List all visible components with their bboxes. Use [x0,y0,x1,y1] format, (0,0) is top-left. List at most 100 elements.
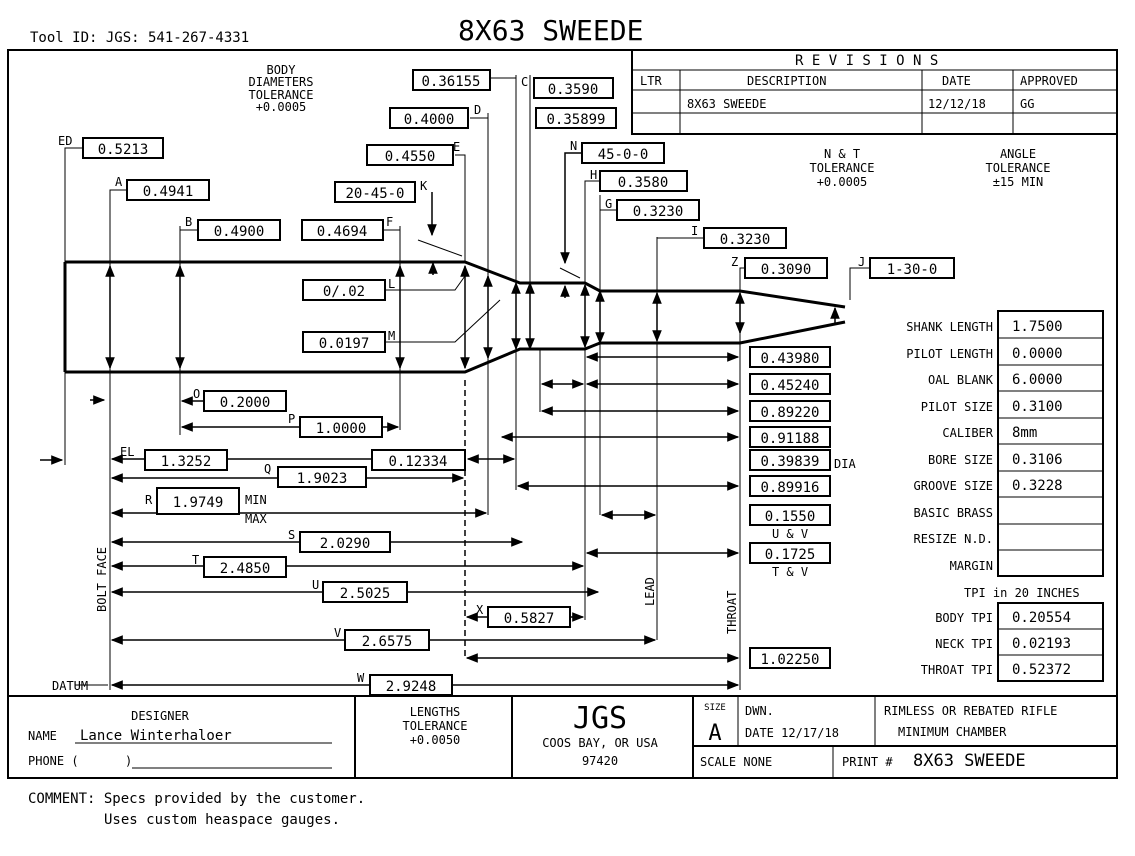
svg-text:OAL BLANK: OAL BLANK [928,373,994,387]
svg-text:TOLERANCE: TOLERANCE [402,719,467,733]
phone-label: PHONE ( [28,754,79,768]
svg-text:0.43980: 0.43980 [760,351,819,367]
dim-t: 2.4850 [220,561,271,577]
datum-label: DATUM [52,679,88,693]
svg-text:K: K [420,179,428,193]
svg-text:1.02250: 1.02250 [760,652,819,668]
svg-text:+0.0005: +0.0005 [817,175,868,189]
svg-text:PILOT LENGTH: PILOT LENGTH [906,347,993,361]
svg-text:THROAT TPI: THROAT TPI [921,663,993,677]
name-label: NAME [28,729,57,743]
svg-text:0.91188: 0.91188 [760,431,819,447]
svg-text:0.1725: 0.1725 [765,547,816,563]
bolt-face-label: BOLT FACE [95,547,109,612]
svg-text:EL: EL [120,445,134,459]
dimension-boxes: 0.36155 0.3590 0.4000 0.35899 0.4550 0.5… [82,69,955,696]
angle-tolerance-note: ANGLE TOLERANCE ±15 MIN [985,147,1050,189]
svg-text:ED: ED [58,134,72,148]
svg-text:T & V: T & V [772,565,808,579]
svg-text:DIA: DIA [834,457,856,471]
svg-text:Q: Q [264,462,271,476]
svg-text:BODY: BODY [267,63,297,77]
svg-text:0.89916: 0.89916 [760,480,819,496]
designer-name: Lance Winterhaloer [80,728,232,744]
chamber-profile [63,239,846,374]
svg-text:±15 MIN: ±15 MIN [993,175,1044,189]
tpi-heading: TPI in 20 INCHES [964,586,1080,600]
print-number: 8X63 SWEEDE [913,751,1026,771]
lead-label: LEAD [643,577,657,606]
svg-text:PILOT SIZE: PILOT SIZE [921,400,993,414]
svg-text:Z: Z [731,255,738,269]
drawing-date: DATE 12/17/18 [745,726,839,740]
svg-text:A: A [115,175,123,189]
svg-text:0.39839: 0.39839 [760,454,819,470]
dim-i: 0.3230 [720,232,771,248]
svg-text:RIMLESS OR REBATED RIFLE: RIMLESS OR REBATED RIFLE [884,704,1057,718]
designer-label: DESIGNER [131,709,190,723]
svg-text:W: W [357,671,365,685]
right-column-values: 0.43980 0.45240 0.89220 0.91188 0.39839 … [749,346,856,669]
svg-text:MARGIN: MARGIN [950,559,993,573]
scale: SCALE NONE [700,755,772,769]
svg-text:DWN.: DWN. [745,704,774,718]
dim-d: 0.4000 [404,112,455,128]
rev-col-description: DESCRIPTION [747,74,826,88]
drawing-title: 8X63 SWEEDE [458,14,643,47]
company-city: COOS BAY, OR USA [542,736,658,750]
svg-text:0.0000: 0.0000 [1012,346,1063,362]
svg-text:SHANK LENGTH: SHANK LENGTH [906,320,993,334]
size-value: A [708,721,721,746]
svg-text:S: S [288,528,295,542]
dim-el: 1.3252 [161,454,212,470]
tool-id: Tool ID: JGS: 541-267-4331 [30,30,249,46]
svg-text:T: T [192,553,199,567]
svg-text:6.0000: 6.0000 [1012,372,1063,388]
svg-text:0.3100: 0.3100 [1012,399,1063,415]
specs-table: SHANK LENGTH 1.7500 PILOT LENGTH 0.0000 … [906,310,1104,577]
dim-n: 45-0-0 [598,147,649,163]
svg-text:TOLERANCE: TOLERANCE [248,88,313,102]
dim-s: 2.0290 [320,536,371,552]
revisions-heading: R E V I S I O N S [795,53,938,69]
svg-text:0.1550: 0.1550 [765,509,816,525]
svg-text:PRINT #: PRINT # [842,755,893,769]
dim-l: 0/.02 [323,284,365,300]
dim-e: 0.4550 [385,149,436,165]
title-block: DESIGNER NAME Lance Winterhaloer PHONE (… [8,695,1117,778]
svg-text:TOLERANCE: TOLERANCE [809,161,874,175]
svg-text:+0.0050: +0.0050 [410,733,461,747]
body-tolerance-note: BODY DIAMETERS TOLERANCE +0.0005 [248,63,313,114]
dim-c2: 0.3590 [548,82,599,98]
dim-q: 1.9023 [297,471,348,487]
diameter-arrows [105,261,840,370]
dim-v: 2.6575 [362,634,413,650]
rev-date: 12/12/18 [928,97,986,111]
svg-text:H: H [590,168,597,182]
svg-text:BODY TPI: BODY TPI [935,611,993,625]
dim-q2: 0.12334 [388,454,447,470]
leader-lines [64,77,870,462]
svg-text:V: V [334,626,341,640]
rev-approved: GG [1020,97,1034,111]
svg-text:N: N [570,139,577,153]
svg-text:GROOVE SIZE: GROOVE SIZE [914,479,993,493]
dim-c: 0.36155 [421,74,480,90]
dim-h: 0.3580 [618,175,669,191]
company-logo: JGS [573,701,627,736]
rev-col-ltr: LTR [640,74,662,88]
dim-d2: 0.35899 [546,112,605,128]
svg-text:BORE SIZE: BORE SIZE [928,453,993,467]
svg-text:U & V: U & V [772,527,808,541]
dim-u: 2.5025 [340,586,391,602]
dim-r: 1.9749 [173,495,224,511]
svg-text:G: G [605,197,612,211]
svg-text:TOLERANCE: TOLERANCE [985,161,1050,175]
svg-text:): ) [125,754,132,768]
svg-text:C: C [521,75,528,89]
svg-text:P: P [288,412,295,426]
svg-text:O: O [193,387,200,401]
svg-text:BASIC BRASS: BASIC BRASS [914,506,993,520]
svg-text:DIAMETERS: DIAMETERS [248,75,313,89]
